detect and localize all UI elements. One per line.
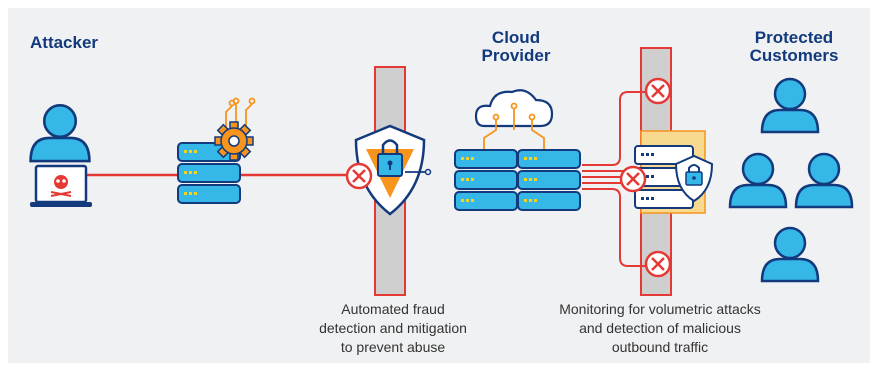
lock-icon [377, 139, 403, 177]
diagram-panel [8, 8, 870, 363]
gear-icon [214, 121, 254, 161]
fraud-caption-line2: detection and mitigation [319, 320, 467, 336]
user-icon-top [760, 77, 820, 134]
fraud-caption-line1: Automated fraud [341, 301, 445, 317]
blocked-icon-top [644, 77, 672, 105]
user-icon-middle-right [794, 152, 854, 209]
cloud-icon [474, 89, 554, 150]
attacker-icon [29, 104, 92, 207]
circuit-icon [225, 97, 256, 128]
user-icon-middle-left [728, 152, 788, 209]
cloud-provider-label-line1: Cloud [491, 28, 541, 47]
attacker-label: Attacker [30, 33, 99, 52]
cloud-server-right-icon [517, 149, 581, 211]
protected-customers-label-line1: Protected [754, 28, 834, 47]
customer-icons [728, 77, 854, 283]
cloud-provider-label-line2: Provider [481, 46, 551, 65]
skull-icon [50, 175, 72, 197]
fraud-caption: Automated fraud detection and mitigation… [318, 300, 468, 357]
fraud-caption-line3: to prevent abuse [340, 339, 446, 355]
monitor-shield-icon [674, 154, 714, 203]
blocked-icon-bottom [644, 250, 672, 278]
monitoring-caption-line2: and detection of malicious [579, 320, 741, 336]
cloud-server-left-icon [454, 149, 518, 211]
blocked-icon-middle [619, 165, 647, 193]
user-icon-bottom [760, 226, 820, 283]
protected-customers-label-line2: Customers [749, 46, 839, 65]
blocked-icon-left [345, 162, 373, 190]
monitoring-caption-line1: Monitoring for volumetric attacks [559, 301, 761, 317]
monitoring-caption-line3: outbound traffic [611, 339, 709, 355]
monitoring-caption: Monitoring for volumetric attacks and de… [535, 300, 785, 357]
